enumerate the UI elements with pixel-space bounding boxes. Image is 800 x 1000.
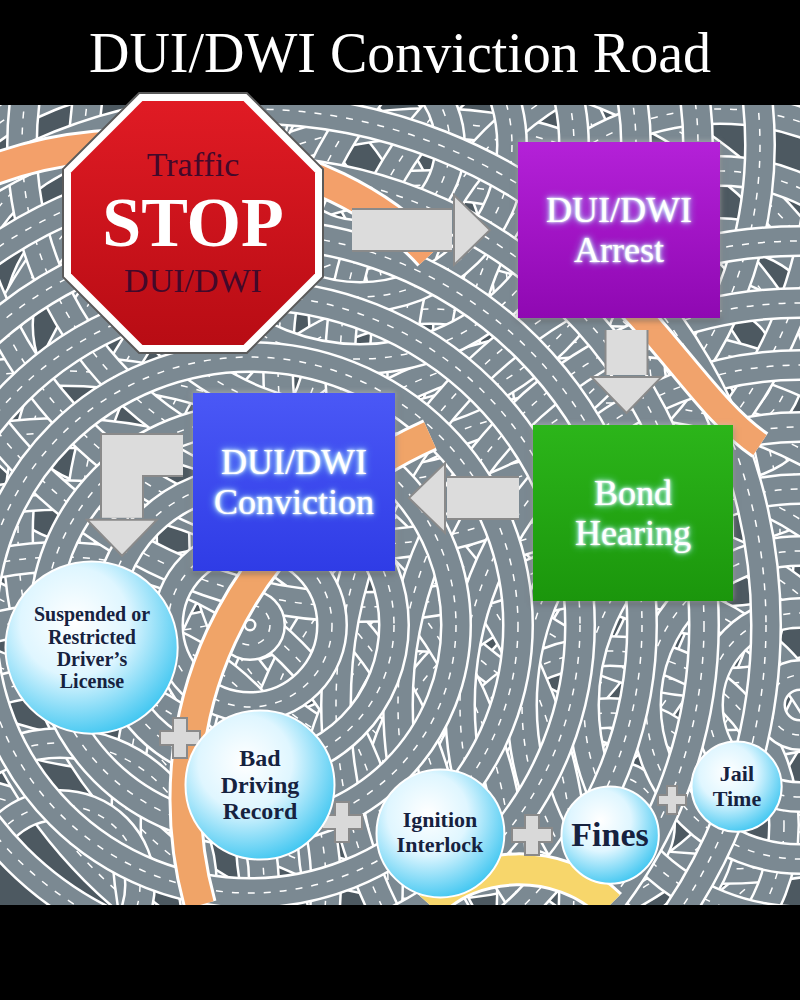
node-label: Ignition Interlock bbox=[387, 808, 493, 857]
node-content: Fines bbox=[571, 816, 648, 854]
flow-arrow bbox=[352, 195, 490, 265]
node-content: TrafficSTOPDUI/DWI bbox=[102, 146, 284, 301]
flow-arrow bbox=[87, 455, 183, 556]
node-label: DUI/DWI Conviction bbox=[205, 442, 383, 523]
title-bar: DUI/DWI Conviction Road bbox=[0, 0, 800, 105]
node-content: Ignition Interlock bbox=[387, 808, 493, 857]
consequence-circle: Fines bbox=[560, 785, 660, 885]
plus-sign bbox=[658, 786, 686, 814]
node-content: DUI/DWI Arrest bbox=[530, 190, 708, 271]
node-content: Bad Driving Record bbox=[204, 745, 316, 826]
octagon-face bbox=[71, 101, 315, 345]
arrow-shaft bbox=[352, 210, 452, 250]
consequence-circle: Ignition Interlock bbox=[375, 768, 506, 899]
arrow-head bbox=[409, 463, 445, 533]
node-label: Bad Driving Record bbox=[204, 745, 316, 826]
arrow-head bbox=[87, 520, 157, 556]
process-box: Bond Hearing bbox=[533, 425, 733, 601]
node-label: DUI/DWI bbox=[124, 262, 262, 300]
arrow-head bbox=[592, 377, 662, 413]
diagram-title: DUI/DWI Conviction Road bbox=[89, 21, 711, 85]
process-box: DUI/DWI Conviction bbox=[193, 393, 395, 571]
consequence-circle: Bad Driving Record bbox=[184, 709, 336, 861]
node-label: Suspended or Restricted Driver’s License bbox=[25, 603, 159, 693]
arrow-shaft-outline bbox=[447, 476, 519, 520]
arrow-shaft-outline bbox=[122, 455, 183, 518]
node-content: Jail Time bbox=[706, 762, 768, 811]
node-content: Bond Hearing bbox=[545, 473, 721, 554]
flow-arrow bbox=[409, 463, 519, 533]
arrow-shaft bbox=[447, 478, 519, 518]
node-label: DUI/DWI Arrest bbox=[530, 190, 708, 271]
circle-shape bbox=[692, 742, 782, 832]
node-label: Bond Hearing bbox=[545, 473, 721, 554]
arrow-head bbox=[454, 195, 490, 265]
circle-shape bbox=[6, 562, 178, 734]
plus-sign bbox=[512, 815, 552, 855]
orange-road bbox=[0, 145, 760, 905]
circle-shape bbox=[376, 769, 504, 897]
circle-shape bbox=[185, 710, 334, 859]
node-label: Jail Time bbox=[706, 762, 768, 811]
node-content: Suspended or Restricted Driver’s License bbox=[25, 603, 159, 693]
bottom-bar bbox=[0, 905, 800, 1000]
node-content: DUI/DWI Conviction bbox=[205, 442, 383, 523]
octagon-border bbox=[63, 93, 323, 353]
consequence-circle: Jail Time bbox=[690, 740, 783, 833]
arrow-shaft bbox=[122, 455, 183, 518]
consequence-circle: Suspended or Restricted Driver’s License bbox=[4, 560, 179, 735]
node-label: Fines bbox=[571, 816, 648, 854]
process-box: DUI/DWI Arrest bbox=[518, 142, 720, 318]
circle-shape bbox=[561, 786, 658, 883]
stop-sign: TrafficSTOPDUI/DWI bbox=[62, 92, 324, 354]
node-label: STOP bbox=[102, 184, 284, 262]
node-label: Traffic bbox=[147, 146, 240, 184]
arrow-shaft-outline bbox=[352, 208, 452, 252]
flow-arrow bbox=[592, 330, 662, 413]
arrow-shaft-outline bbox=[605, 330, 649, 375]
arrow-shaft bbox=[607, 330, 647, 375]
